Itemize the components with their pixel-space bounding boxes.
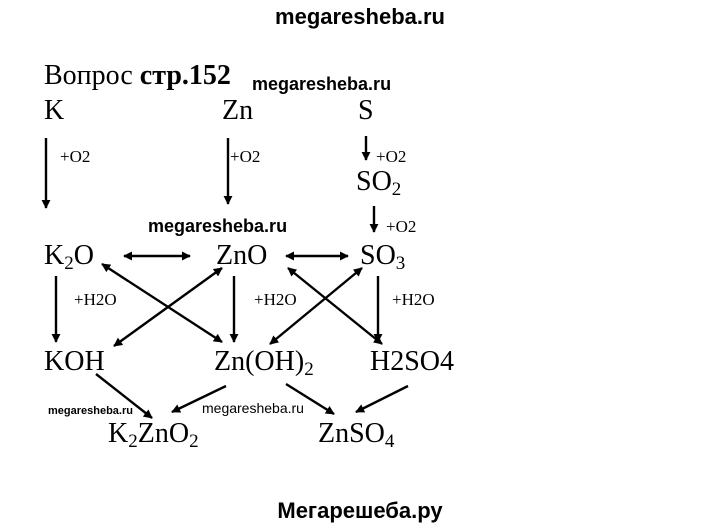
node-so2: SO2 — [356, 166, 402, 200]
arrow-znoh2-k2zno2 — [171, 384, 227, 414]
k2o-sub: 2 — [64, 253, 74, 274]
label-s-o2: +O2 — [376, 147, 407, 166]
title-prefix: Вопрос — [44, 60, 140, 91]
label-so2-o2: +O2 — [386, 217, 417, 236]
znoh2-main: Zn(OH) — [214, 346, 305, 377]
node-zno: ZnO — [216, 240, 268, 271]
znoh2-sub: 2 — [304, 359, 314, 380]
so2-sub: 2 — [391, 179, 402, 200]
so3-main: SO — [360, 240, 396, 271]
arrow-zno-koh — [113, 267, 223, 347]
watermark-title-side: megaresheba.ru — [252, 74, 392, 94]
title-page: стр.152 — [139, 60, 231, 91]
znso4-main: ZnSO — [318, 418, 385, 449]
arrow-zno-h2so4 — [287, 267, 383, 345]
arrow-znoh2-znso4 — [285, 382, 335, 416]
watermark-small-center: megaresheba.ru — [202, 400, 304, 416]
arrow-koh-k2zno2 — [95, 373, 153, 419]
label-zn-o2: +O2 — [230, 147, 261, 166]
k2zno2-zno: ZnO — [137, 418, 190, 449]
watermark-top: megaresheba.ru — [275, 4, 445, 29]
k2zno2-k: K — [108, 418, 129, 449]
so2-main: SO — [356, 166, 392, 197]
page-title: Вопрос стр.152 — [44, 60, 231, 92]
arrow-k2o-znoh2 — [101, 262, 223, 344]
watermark-small-left: megaresheba.ru — [48, 405, 133, 417]
node-k2o: K2O — [44, 240, 94, 274]
k2o-k: K — [44, 240, 65, 271]
node-h2so4: H2SO4 — [370, 346, 455, 377]
k2zno2-sub1: 2 — [128, 431, 138, 452]
k2zno2-sub2: 2 — [189, 431, 199, 452]
label-k-o2: +O2 — [60, 147, 91, 166]
node-k2zno2: K2ZnO2 — [108, 418, 199, 452]
znso4-sub: 4 — [384, 431, 395, 452]
node-znoh2: Zn(OH)2 — [214, 346, 314, 380]
k2o-o: O — [73, 240, 94, 271]
watermark-bottom: Мегарешеба.ру — [277, 498, 443, 523]
arrow-so3-znoh2 — [269, 267, 363, 345]
node-s: S — [358, 95, 374, 126]
node-koh: KOH — [44, 346, 105, 377]
node-znso4: ZnSO4 — [318, 418, 395, 452]
so3-sub: 3 — [395, 253, 406, 274]
node-k: K — [44, 95, 65, 126]
node-so3: SO3 — [360, 240, 406, 274]
label-so3-h2o: +H2O — [392, 290, 435, 309]
arrow-h2so4-znso4 — [355, 384, 409, 414]
node-zn: Zn — [222, 95, 254, 126]
watermark-middle: megaresheba.ru — [148, 216, 288, 236]
